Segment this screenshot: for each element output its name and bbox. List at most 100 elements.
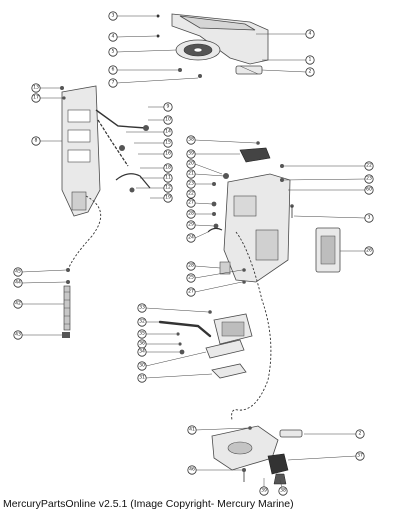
callout-11: 11 [163, 173, 173, 183]
svg-text:24: 24 [188, 235, 194, 241]
callout-60: 60 [364, 185, 374, 195]
bottom-switch-part [267, 453, 289, 485]
svg-text:28: 28 [188, 211, 194, 217]
svg-text:31: 31 [139, 375, 145, 381]
callout-6: 6 [108, 65, 118, 75]
svg-text:17: 17 [33, 95, 39, 101]
callout-2: 2 [305, 67, 315, 77]
svg-text:35: 35 [139, 331, 145, 337]
svg-text:26: 26 [366, 248, 372, 254]
callout-10: 10 [163, 115, 173, 125]
svg-text:37: 37 [357, 453, 363, 459]
callout-17: 17 [31, 93, 41, 103]
spring-part [211, 201, 217, 207]
wire-path [67, 195, 101, 271]
callout-43: 43 [13, 330, 23, 340]
svg-text:30: 30 [139, 363, 145, 369]
screw-part [248, 426, 252, 430]
svg-text:39: 39 [188, 151, 194, 157]
washer-part [176, 332, 180, 336]
callout-39: 39 [259, 486, 269, 496]
washer-part [212, 212, 216, 216]
svg-text:3: 3 [368, 215, 371, 221]
screw-part [242, 268, 246, 272]
svg-text:4: 4 [112, 34, 115, 40]
svg-text:1: 1 [309, 57, 312, 63]
screw-part [156, 14, 160, 18]
plate-part [315, 227, 341, 273]
callout-45: 45 [13, 267, 23, 277]
link-rod-part [158, 320, 212, 338]
svg-text:43: 43 [15, 332, 21, 338]
washer-part [156, 34, 160, 38]
svg-text:9: 9 [167, 104, 170, 110]
svg-text:7: 7 [112, 80, 115, 86]
copyright-caption: MercuryPartsOnline v2.5.1 (Image Copyrig… [3, 498, 294, 510]
linkage-rod-part [95, 109, 151, 193]
svg-text:36: 36 [139, 341, 145, 347]
callout-9: 9 [163, 102, 173, 112]
svg-text:18: 18 [165, 165, 171, 171]
svg-text:6: 6 [112, 67, 115, 73]
svg-text:38: 38 [280, 488, 286, 494]
svg-text:33: 33 [139, 305, 145, 311]
washer-part [178, 342, 182, 346]
svg-text:25: 25 [188, 275, 194, 281]
svg-text:29: 29 [188, 222, 194, 228]
switch-part [239, 147, 271, 163]
svg-text:20: 20 [188, 161, 194, 167]
callout-36: 36 [137, 339, 147, 349]
svg-text:5: 5 [112, 49, 115, 55]
flywheel-disc-part [175, 39, 221, 61]
parts-diagram: 3 4 5 6 7 4 1 2 13 17 8 9 10 14 15 16 18… [13, 11, 374, 496]
callout-27: 27 [186, 287, 196, 297]
svg-text:22: 22 [366, 163, 372, 169]
callout-42: 42 [13, 299, 23, 309]
bottom-housing-part [211, 425, 279, 471]
svg-text:27: 27 [188, 289, 194, 295]
wire-path [231, 231, 272, 421]
svg-text:34: 34 [139, 349, 145, 355]
svg-text:41: 41 [189, 427, 195, 433]
callout-2: 2 [355, 429, 365, 439]
svg-text:19: 19 [165, 195, 171, 201]
callout-46: 46 [187, 465, 197, 475]
left-bracket-part [61, 85, 101, 217]
svg-text:14: 14 [165, 129, 171, 135]
svg-text:28: 28 [188, 263, 194, 269]
callout-41: 41 [187, 425, 197, 435]
callout-18: 18 [163, 163, 173, 173]
callout-15: 15 [163, 138, 173, 148]
callout-34: 34 [137, 347, 147, 357]
callout-12: 12 [163, 183, 173, 193]
callout-38: 38 [278, 486, 288, 496]
callout-4: 4 [305, 29, 315, 39]
callout-44: 44 [13, 278, 23, 288]
screw-part [62, 96, 66, 100]
small-bracket-part [235, 65, 263, 75]
svg-text:8: 8 [35, 138, 38, 144]
svg-text:16: 16 [165, 151, 171, 157]
callout-22: 22 [186, 189, 196, 199]
mount-block-part [213, 313, 253, 345]
callout-39: 39 [186, 149, 196, 159]
callout-21: 21 [186, 169, 196, 179]
svg-text:12: 12 [165, 185, 171, 191]
svg-text:3: 3 [112, 13, 115, 19]
callout-14: 14 [163, 127, 173, 137]
svg-text:27: 27 [188, 200, 194, 206]
callout-28: 28 [186, 209, 196, 219]
callout-19: 19 [163, 193, 173, 203]
callout-8: 8 [31, 136, 41, 146]
svg-text:15: 15 [165, 140, 171, 146]
callout-20: 20 [186, 159, 196, 169]
clip-plate-part [211, 363, 247, 379]
callout-23: 23 [364, 174, 374, 184]
svg-text:2: 2 [359, 431, 362, 437]
svg-text:46: 46 [189, 467, 195, 473]
screw-part [208, 310, 212, 314]
svg-text:21: 21 [188, 171, 194, 177]
svg-text:4: 4 [309, 31, 312, 37]
washer-part [280, 164, 284, 168]
callout-7: 7 [108, 78, 118, 88]
